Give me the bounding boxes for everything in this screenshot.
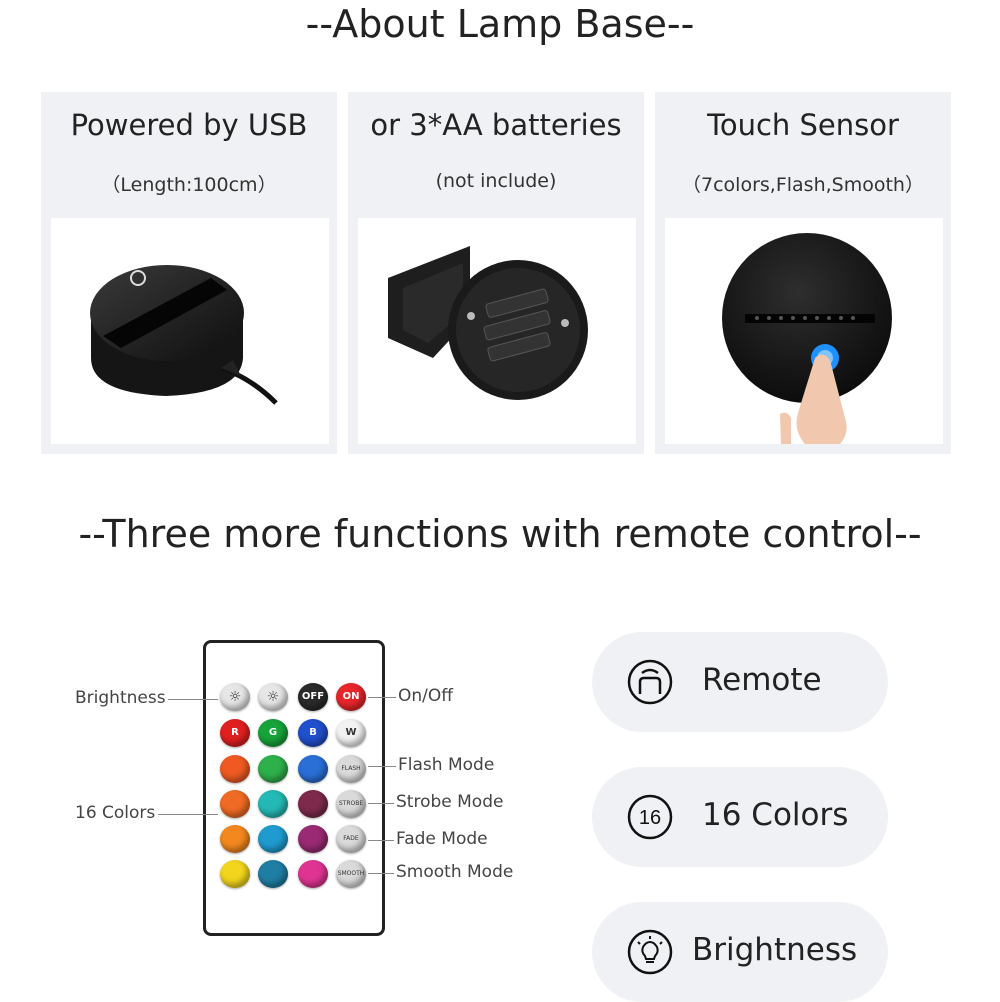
callout-on-off: On/Off	[398, 686, 453, 706]
feature-remote: Remote	[592, 632, 888, 732]
on-button	[336, 683, 366, 711]
touch-card-title: Touch Sensor	[707, 108, 899, 142]
remote-icon	[627, 659, 673, 705]
callout-brightness: Brightness	[75, 688, 166, 708]
usb-card: Powered by USB （Length:100cm）	[41, 92, 337, 454]
callout-line	[368, 697, 396, 698]
usb-lamp-base-image	[51, 218, 329, 444]
battery-card-title: or 3*AA batteries	[370, 108, 622, 142]
touch-card: Touch Sensor （7colors,Flash,Smooth）	[655, 92, 951, 454]
green-button	[258, 719, 288, 747]
color-button	[220, 860, 250, 888]
callout-line	[368, 766, 396, 767]
color-button	[258, 860, 288, 888]
green-button-label: G	[268, 727, 278, 738]
smooth-button-label: SMOOTH	[337, 870, 365, 877]
feature-remote-label: Remote	[702, 662, 822, 698]
strobe-button-label: STROBE	[338, 800, 364, 807]
color-button	[298, 860, 328, 888]
callout-flash-mode: Flash Mode	[398, 755, 495, 775]
feature-16-colors: 16 16 Colors	[592, 767, 888, 867]
remote-control: ☼ ☼ OFF ON R G B W FLASH STROBE FADE SMO…	[203, 640, 385, 936]
red-button-label: R	[231, 727, 239, 738]
touch-sensor-image	[665, 218, 943, 444]
heading-about-lamp-base: --About Lamp Base--	[305, 2, 695, 46]
callout-fade-mode: Fade Mode	[396, 829, 488, 849]
sixteen-icon: 16	[627, 794, 673, 840]
callout-smooth-mode: Smooth Mode	[396, 862, 514, 882]
callout-line	[368, 803, 394, 804]
red-button	[220, 719, 250, 747]
color-button	[258, 825, 288, 853]
color-button	[298, 755, 328, 783]
callout-line	[368, 840, 394, 841]
callout-line	[168, 699, 218, 700]
color-button	[258, 755, 288, 783]
sixteen-icon-text: 16	[639, 807, 661, 829]
battery-card: or 3*AA batteries (not include)	[348, 92, 644, 454]
battery-compartment-image	[358, 218, 636, 444]
off-button	[298, 683, 328, 711]
color-button	[258, 790, 288, 818]
flash-button	[336, 755, 366, 783]
usb-card-title: Powered by USB	[70, 108, 308, 142]
callout-strobe-mode: Strobe Mode	[396, 792, 504, 812]
white-button	[336, 719, 366, 747]
strobe-button	[336, 790, 366, 818]
heading-remote-functions: --Three more functions with remote contr…	[78, 512, 922, 556]
flash-button-label: FLASH	[341, 765, 361, 772]
white-button-label: W	[345, 727, 357, 738]
brightness-down-icon: ☼	[266, 689, 280, 705]
callout-line	[158, 814, 218, 815]
feature-brightness-label: Brightness	[692, 932, 858, 968]
touch-card-subtitle: （7colors,Flash,Smooth）	[682, 174, 924, 196]
feature-16-colors-label: 16 Colors	[702, 797, 849, 833]
brightness-up-button	[220, 683, 250, 711]
fade-button-label: FADE	[343, 835, 359, 842]
callout-line	[368, 873, 394, 874]
fade-button	[336, 825, 366, 853]
on-button-label: ON	[342, 691, 360, 702]
color-button	[220, 790, 250, 818]
color-button	[220, 755, 250, 783]
color-button	[298, 790, 328, 818]
usb-card-subtitle: （Length:100cm）	[101, 174, 277, 196]
off-button-label: OFF	[301, 691, 325, 702]
brightness-down-button	[258, 683, 288, 711]
callout-16-colors: 16 Colors	[75, 803, 156, 823]
bulb-icon	[627, 929, 673, 975]
blue-button-label: B	[309, 727, 317, 738]
smooth-button	[336, 860, 366, 888]
color-button	[298, 825, 328, 853]
battery-card-subtitle: (not include)	[435, 170, 557, 192]
brightness-up-icon: ☼	[228, 689, 242, 705]
color-button	[220, 825, 250, 853]
feature-brightness: Brightness	[592, 902, 888, 1002]
blue-button	[298, 719, 328, 747]
